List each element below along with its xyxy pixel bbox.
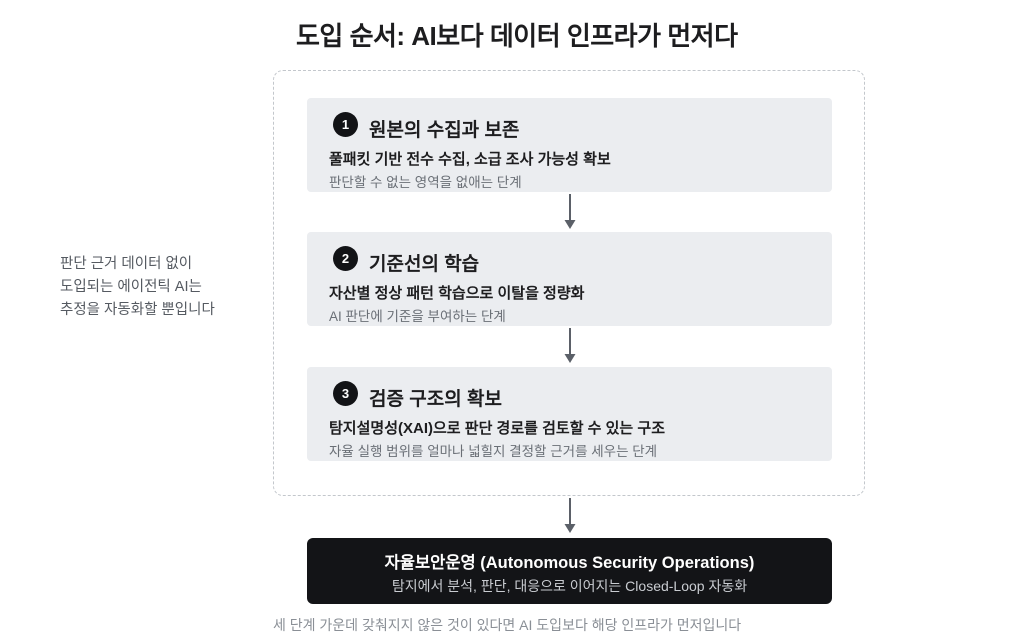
steps-frame: [273, 70, 865, 496]
step-name: 검증 구조의 확보: [369, 389, 502, 410]
step-description: 판단할 수 없는 영역을 없애는 단계: [329, 175, 522, 190]
step-name: 기준선의 학습: [369, 254, 480, 275]
side-note-line: 추정을 자동화할 뿐입니다: [60, 302, 215, 318]
side-note-line: 도입되는 에이전틱 AI는: [60, 279, 202, 295]
result-subtitle: 탐지에서 분석, 판단, 대응으로 이어지는 Closed-Loop 자동화: [391, 578, 748, 594]
step-description: 자율 실행 범위를 얼마나 넓힐지 결정할 근거를 세우는 단계: [329, 444, 658, 459]
step-headline: 자산별 정상 패턴 학습으로 이탈을 정량화: [329, 285, 585, 302]
result-title: 자율보안운영 (Autonomous Security Operations): [384, 554, 755, 572]
step-description: AI 판단에 기준을 부여하는 단계: [329, 309, 506, 324]
arrow-down-icon: [563, 194, 577, 230]
footer-note: 세 단계 가운데 갖춰지지 않은 것이 있다면 AI 도입보다 해당 인프라가 …: [273, 617, 742, 633]
step-card-2: 2 기준선의 학습 자산별 정상 패턴 학습으로 이탈을 정량화 AI 판단에 …: [307, 232, 832, 326]
step-card-3: 3 검증 구조의 확보 탐지설명성(XAI)으로 판단 경로를 검토할 수 있는…: [307, 367, 832, 461]
step-headline: 풀패킷 기반 전수 수집, 소급 조사 가능성 확보: [329, 151, 611, 168]
step-card-1: 1 원본의 수집과 보존 풀패킷 기반 전수 수집, 소급 조사 가능성 확보 …: [307, 98, 832, 192]
arrow-down-icon: [563, 498, 577, 534]
step-number-badge: 1: [333, 112, 358, 137]
step-name: 원본의 수집과 보존: [369, 120, 520, 141]
side-note-line: 판단 근거 데이터 없이: [60, 256, 193, 272]
arrow-down-icon: [563, 328, 577, 364]
result-box: 자율보안운영 (Autonomous Security Operations) …: [307, 538, 832, 604]
step-number-badge: 2: [333, 246, 358, 271]
step-headline: 탐지설명성(XAI)으로 판단 경로를 검토할 수 있는 구조: [329, 420, 666, 437]
step-number-badge: 3: [333, 381, 358, 406]
side-note: 판단 근거 데이터 없이 도입되는 에이전틱 AI는 추정을 자동화할 뿐입니다: [60, 253, 260, 322]
page-title: 도입 순서: AI보다 데이터 인프라가 먼저다: [296, 21, 738, 51]
